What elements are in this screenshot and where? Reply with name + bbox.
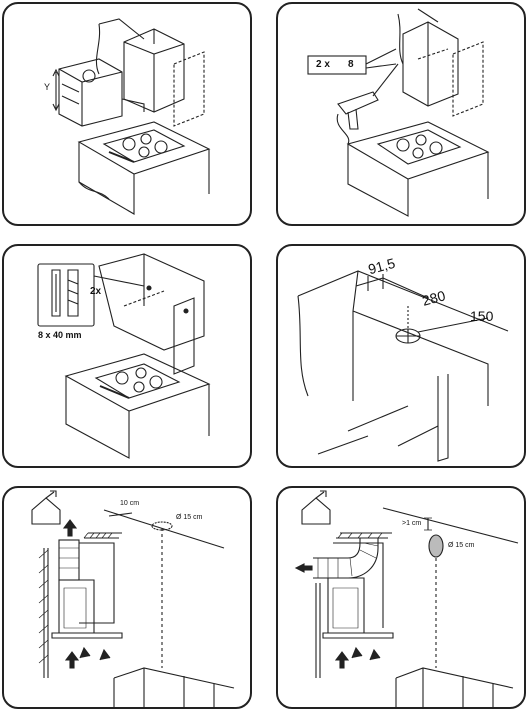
clearance-1cm-label: >1 cm [402,520,422,527]
axis-y-label: Y [44,82,51,92]
dim-150-label: 150 [470,308,494,324]
panel-6-drawing [294,490,519,707]
panel-3-drawing [37,253,211,459]
clearance-10cm-label: 10 cm [120,500,140,507]
panel-4-drawing [297,270,509,462]
panel-2-drilling: 2 x 8 [276,2,526,226]
duct-diameter-label: Ø 15 cm [176,514,203,521]
screw-size-label: 8 x 40 mm [38,330,82,340]
panel-2-drawing [307,8,490,217]
duct-diameter-label-2: Ø 15 cm [448,542,475,549]
panel-1-drawing [52,18,211,215]
panel-1-hood-position: Y [2,2,252,226]
panel-5-drawing [31,490,235,707]
panel-6-horizontal-duct: >1 cm Ø 15 cm [276,486,526,709]
panel-5-vertical-duct: 10 cm Ø 15 cm [2,486,252,709]
screw-count-label: 2x [90,286,102,297]
drill-count-label: 2 x [316,59,330,70]
panel-3-screws: 2x 8 x 40 mm [2,244,252,468]
panel-4-dimensions: 91,5 280 150 [276,244,526,468]
drill-diameter-label: 8 [348,59,354,70]
